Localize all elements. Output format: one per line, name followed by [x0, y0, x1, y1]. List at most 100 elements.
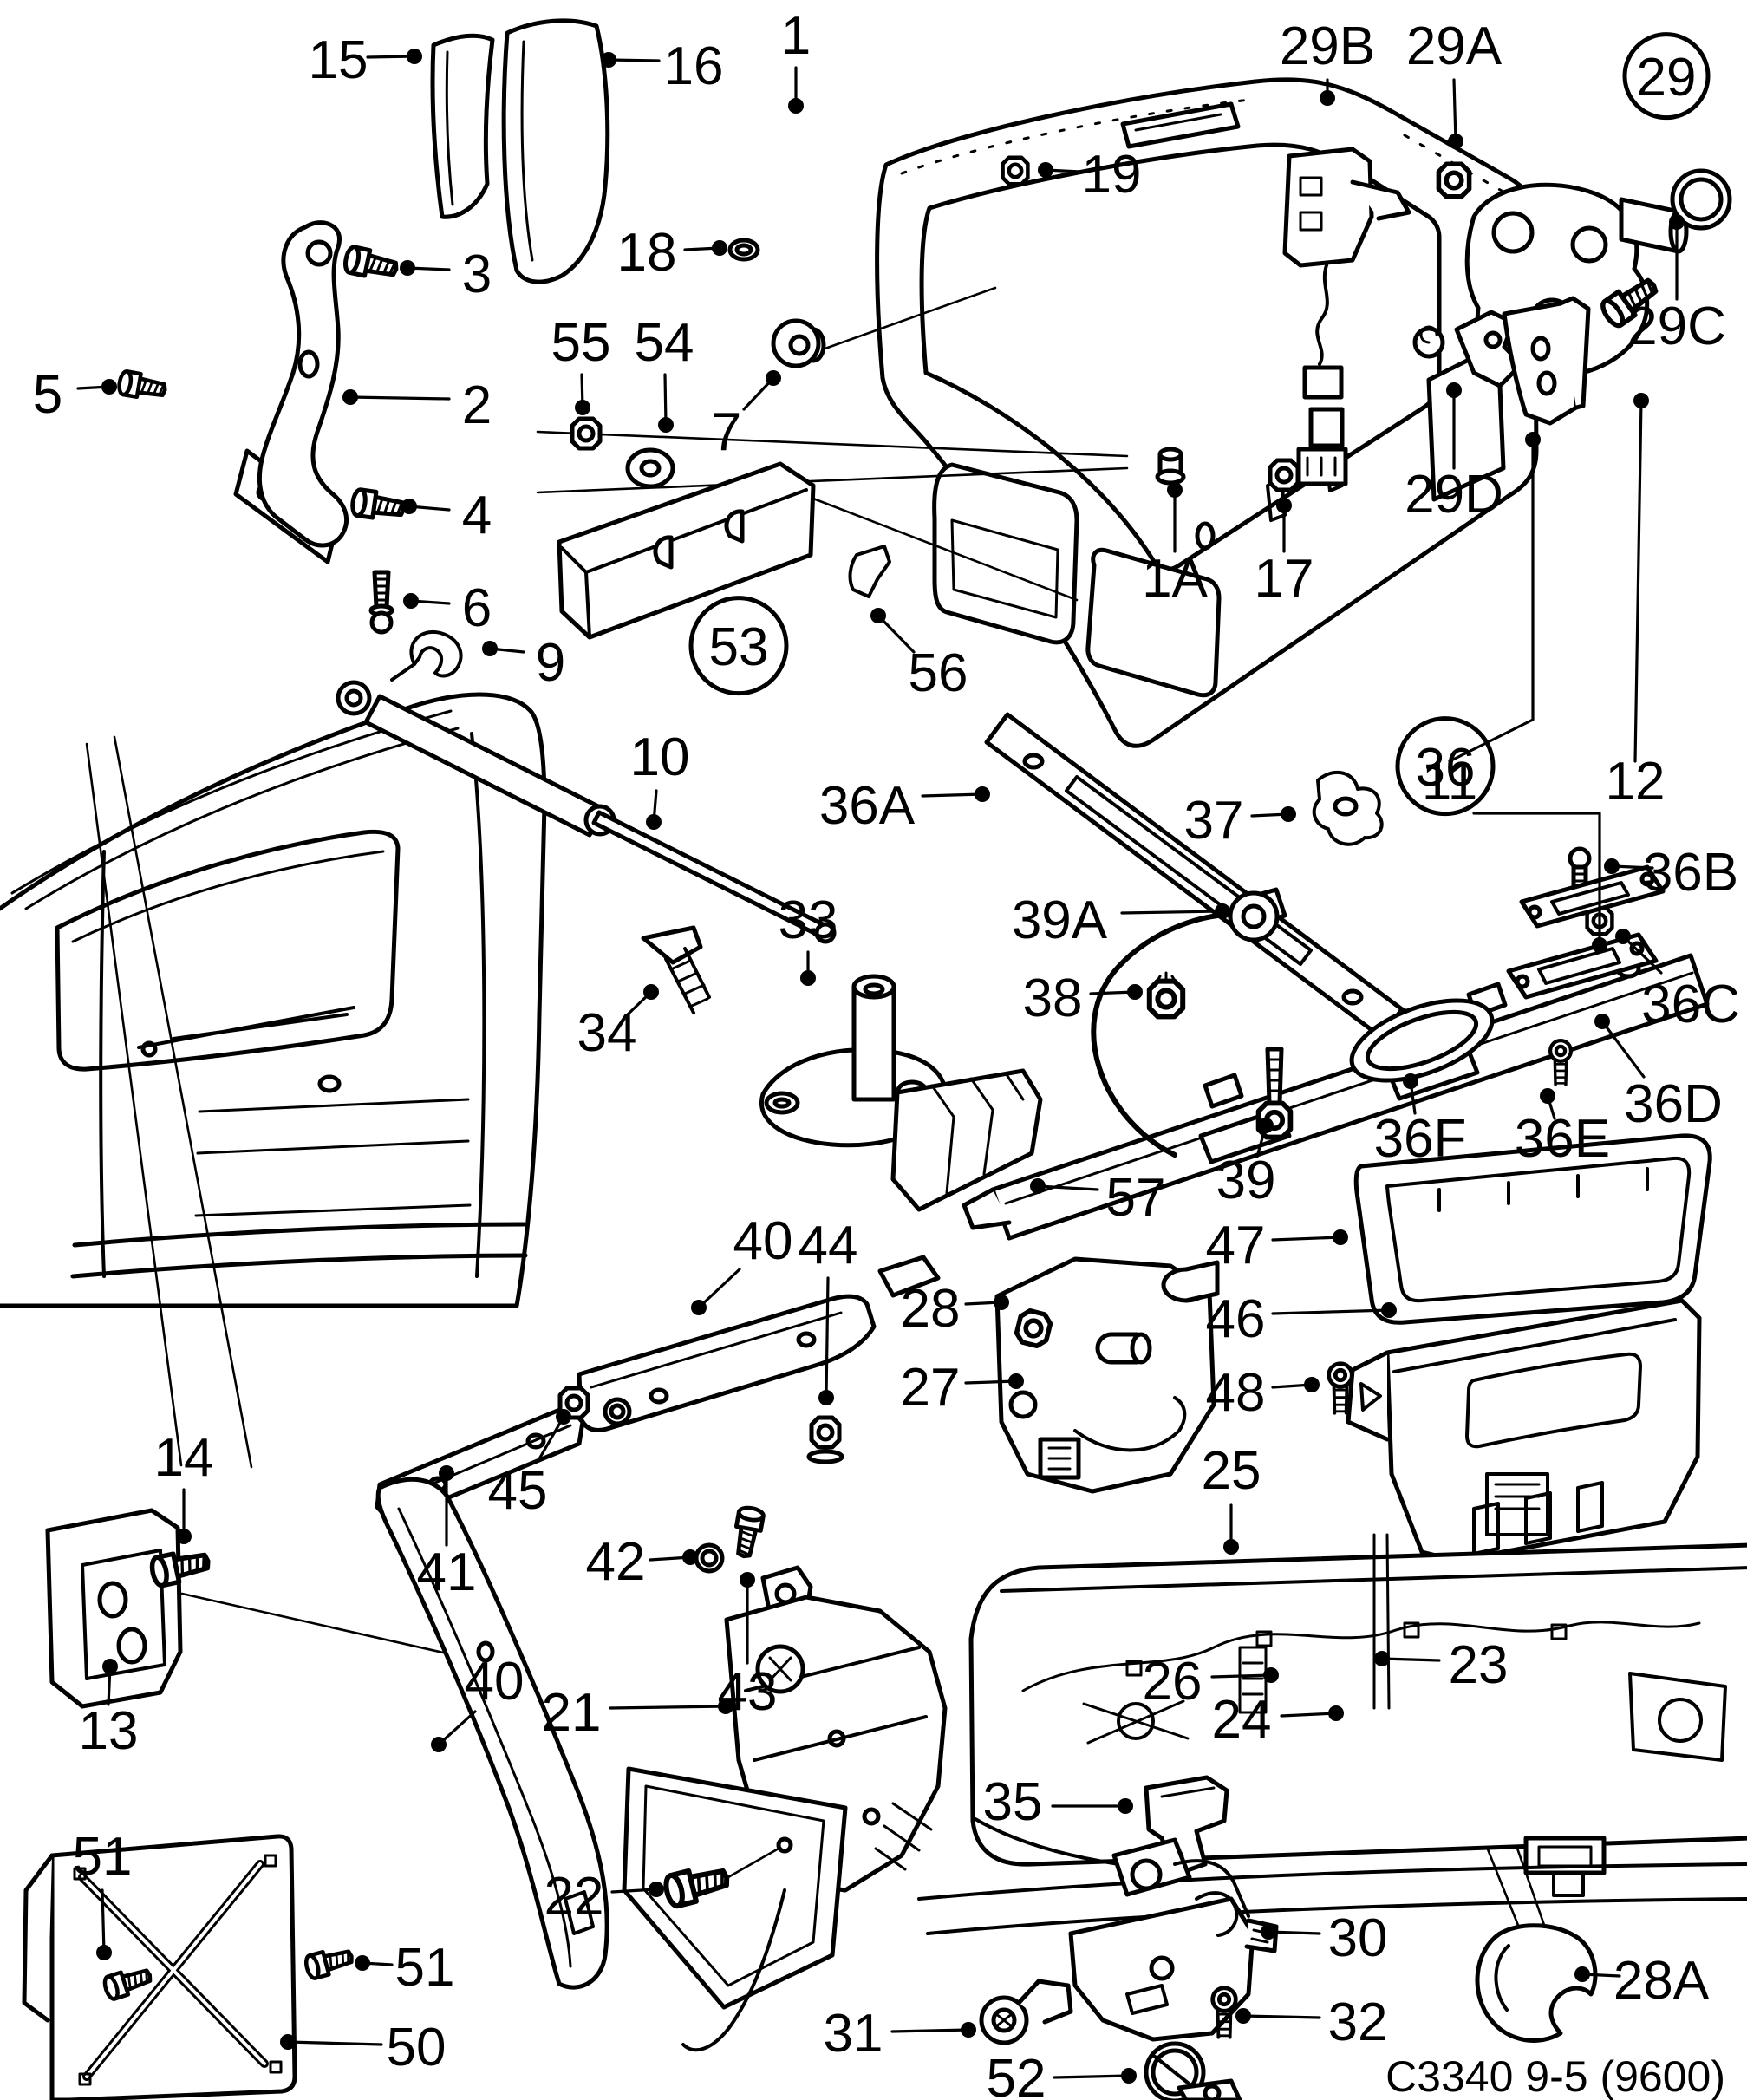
- part-screw-36e: [1550, 1040, 1571, 1085]
- callout-2: 2: [342, 375, 492, 435]
- callout-41: 41: [417, 1465, 476, 1602]
- callout-39: 39: [1216, 1118, 1275, 1210]
- callout-36E: 36E: [1515, 1088, 1610, 1169]
- part-strut-10: [336, 680, 837, 944]
- part-gasket-36f: [1349, 998, 1495, 1083]
- svg-text:30: 30: [1328, 1908, 1388, 1968]
- part-oring-42: [694, 1542, 725, 1574]
- svg-text:19: 19: [1082, 145, 1142, 205]
- callout-1: 1: [781, 6, 811, 114]
- callout-51: 51: [355, 1938, 454, 1998]
- callout-54: 54: [635, 313, 694, 433]
- callout-36A: 36A: [819, 776, 990, 836]
- svg-text:29: 29: [1637, 48, 1697, 108]
- callout-23: 23: [1374, 1635, 1508, 1695]
- callout-7: 7: [712, 370, 781, 462]
- callout-40: 40: [691, 1211, 792, 1315]
- callout-29D: 29D: [1405, 382, 1503, 525]
- svg-text:6: 6: [462, 578, 492, 638]
- svg-text:25: 25: [1202, 1441, 1261, 1501]
- part-latch-30: [1068, 1837, 1279, 2042]
- callout-38: 38: [1023, 968, 1143, 1028]
- callout-29A: 29A: [1406, 16, 1503, 149]
- svg-text:55: 55: [551, 313, 611, 373]
- svg-text:15: 15: [309, 30, 368, 90]
- svg-text:10: 10: [630, 727, 690, 787]
- callout-13: 13: [79, 1659, 138, 1761]
- svg-text:9: 9: [536, 633, 565, 693]
- callout-39A: 39A: [1012, 890, 1230, 950]
- part-ball-stud-6: [368, 570, 394, 635]
- svg-text:14: 14: [154, 1428, 214, 1488]
- callout-27: 27: [901, 1358, 1024, 1418]
- svg-text:16: 16: [664, 36, 724, 96]
- part-bracket-21: [622, 1766, 848, 2052]
- svg-text:26: 26: [1143, 1652, 1203, 1712]
- svg-text:29D: 29D: [1405, 465, 1503, 525]
- part-trim-40-lower: [375, 1477, 609, 1990]
- svg-text:2: 2: [462, 375, 492, 435]
- part-bolt-39: [1259, 1047, 1291, 1138]
- svg-text:44: 44: [799, 1216, 858, 1275]
- svg-text:48: 48: [1206, 1363, 1266, 1423]
- svg-text:50: 50: [387, 2018, 447, 2077]
- diagram-code: C3340 9-5 (9600): [1385, 2052, 1725, 2100]
- part-nut-38: [1150, 971, 1183, 1016]
- callout-16: 16: [601, 36, 723, 96]
- svg-text:36B: 36B: [1643, 843, 1738, 903]
- part-screw-34: [641, 925, 711, 1014]
- callout-34: 34: [577, 984, 659, 1063]
- svg-text:42: 42: [586, 1532, 646, 1592]
- svg-text:36E: 36E: [1515, 1109, 1610, 1169]
- callout-42: 42: [586, 1532, 698, 1592]
- svg-text:5: 5: [33, 365, 62, 425]
- svg-text:51: 51: [73, 1827, 133, 1887]
- svg-text:12: 12: [1606, 752, 1666, 812]
- part-nut-29a: [1438, 164, 1469, 196]
- part-lens-36c: [1519, 864, 1666, 929]
- svg-text:29C: 29C: [1627, 297, 1726, 356]
- part-dring-52: [1144, 2041, 1242, 2100]
- callout-9: 9: [482, 633, 565, 693]
- callout-45: 45: [488, 1409, 571, 1521]
- svg-text:51: 51: [395, 1938, 455, 1998]
- svg-text:36F: 36F: [1374, 1109, 1467, 1169]
- callout-29: 29: [1622, 32, 1711, 121]
- svg-text:29A: 29A: [1406, 16, 1503, 76]
- callout-37: 37: [1184, 791, 1296, 851]
- svg-text:31: 31: [824, 2004, 883, 2064]
- svg-text:40: 40: [465, 1652, 525, 1712]
- callout-21: 21: [542, 1683, 733, 1743]
- callout-22: 22: [544, 1867, 664, 1927]
- svg-text:38: 38: [1023, 968, 1083, 1028]
- callout-36D: 36D: [1594, 1014, 1723, 1134]
- svg-text:36: 36: [1416, 738, 1476, 798]
- svg-text:24: 24: [1212, 1690, 1272, 1750]
- svg-text:36D: 36D: [1624, 1074, 1723, 1134]
- callout-50: 50: [280, 2018, 446, 2077]
- svg-text:54: 54: [635, 313, 694, 373]
- part-screw-43: [732, 1506, 765, 1558]
- callout-36: 36: [1395, 716, 1496, 817]
- callout-44: 44: [799, 1216, 858, 1405]
- svg-text:37: 37: [1184, 791, 1244, 851]
- part-link-26: [1485, 1472, 1549, 1536]
- svg-text:11: 11: [1422, 752, 1477, 812]
- svg-text:29B: 29B: [1280, 16, 1375, 76]
- part-bulb-36b: [1568, 846, 1592, 892]
- part-grommet-7: [771, 318, 826, 368]
- svg-text:56: 56: [909, 643, 968, 703]
- svg-text:36A: 36A: [819, 776, 916, 836]
- callout-4: 4: [401, 486, 492, 545]
- callout-35: 35: [983, 1772, 1133, 1832]
- svg-text:28: 28: [901, 1279, 961, 1339]
- callout-56: 56: [870, 608, 968, 703]
- part-clip-9: [390, 629, 463, 682]
- callout-30: 30: [1261, 1908, 1387, 1968]
- part-switch-29b: [1282, 147, 1411, 486]
- svg-text:32: 32: [1328, 1992, 1388, 2052]
- part-nut-55: [572, 419, 600, 448]
- svg-text:33: 33: [779, 890, 838, 950]
